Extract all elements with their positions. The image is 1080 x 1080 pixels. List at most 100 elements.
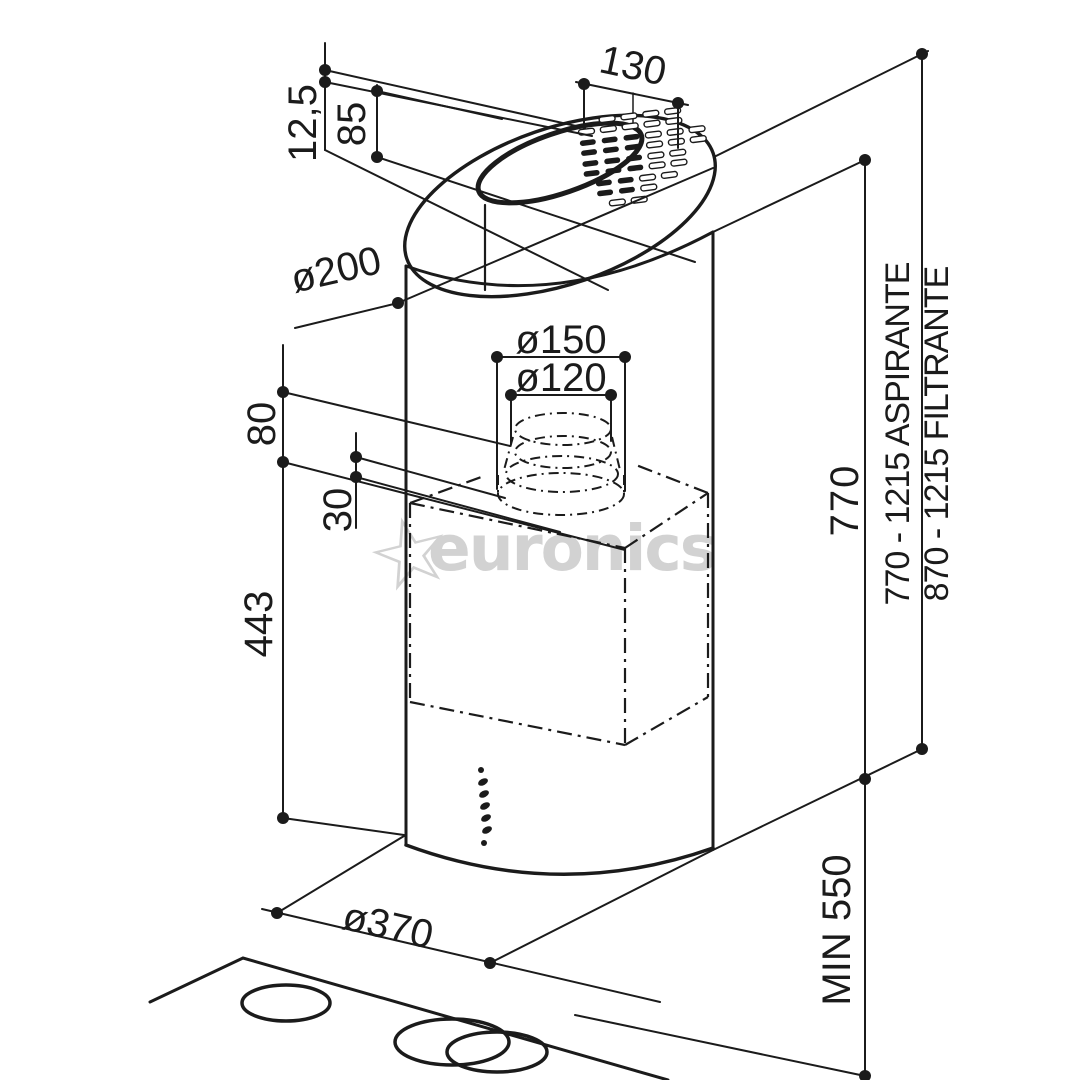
vent-slot (599, 124, 617, 134)
ext-12-5-upper (324, 69, 586, 129)
ext-770-top (712, 159, 866, 233)
dim-label-duct-diameter: ø120 (515, 356, 606, 400)
vent-slot (644, 130, 663, 139)
dim-label-body-diameter: ø370 (339, 894, 438, 957)
dimension-dot (371, 85, 383, 97)
control-button (478, 778, 488, 786)
dimension-dot (672, 97, 684, 109)
ext-hob-surface (574, 1014, 866, 1077)
dim-label-collar-height: 80 (240, 402, 284, 447)
dim-130-line (575, 81, 689, 106)
collar-flare-right (611, 436, 621, 471)
dim-label-ring-height: 85 (330, 102, 374, 147)
dim-label-min-hob-clearance: MIN 550 (815, 854, 859, 1005)
dimension-dot (277, 386, 289, 398)
dimension-dot (859, 773, 871, 785)
vent-slot (582, 160, 599, 167)
flange-ellipse (505, 455, 619, 493)
dimension-dot (619, 351, 631, 363)
vent-slot (620, 112, 638, 121)
vent-slot (623, 133, 640, 141)
vent-slot (618, 186, 635, 194)
control-button (481, 814, 491, 822)
dim-label-inset-depth: 12,5 (281, 84, 325, 162)
dimension-dot (916, 48, 928, 60)
dim-label-vent-width: 130 (596, 38, 670, 95)
dim-label-lower-body-height: 443 (237, 591, 281, 658)
ext-85-lower (376, 156, 696, 263)
body-bottom-arc (404, 843, 715, 876)
vent-slot (640, 183, 658, 192)
ext-total-top (715, 50, 929, 157)
dimension-dot (605, 389, 617, 401)
vent-slot (643, 119, 661, 128)
vent-slot (663, 106, 682, 116)
ring-bottom-edge (404, 230, 715, 288)
ext-30-upper (355, 456, 506, 499)
dim-200-leader (294, 302, 399, 329)
control-button (479, 790, 489, 798)
box-top-back-right (635, 463, 709, 495)
control-buttons (478, 767, 492, 846)
vent-slot (617, 176, 634, 184)
dimension-dot (271, 907, 283, 919)
vent-slot (601, 136, 618, 144)
dimension-dot (392, 297, 404, 309)
collar-base-ellipse (497, 472, 625, 516)
vent-slot (647, 151, 665, 160)
box-top-front-right (624, 492, 709, 549)
vent-slot (626, 154, 643, 162)
ext-ring-lower (324, 149, 609, 291)
control-button (482, 826, 492, 834)
vent-slot (597, 189, 614, 197)
hob-burner-right (445, 1030, 549, 1074)
control-button (478, 767, 484, 773)
dim-370-line (261, 908, 661, 1003)
dim-label-top-diameter: ø200 (287, 238, 386, 301)
dimension-dot (277, 812, 289, 824)
vent-slot (660, 170, 679, 179)
ext-80-lower (282, 461, 626, 551)
ring-outer-ellipse (403, 113, 717, 299)
box-bottom-front-right (624, 696, 709, 746)
dimension-dot (484, 957, 496, 969)
vent-slot (638, 173, 657, 182)
dimension-dot (277, 456, 289, 468)
vent-slot (595, 179, 612, 187)
hob-burner-left (240, 983, 332, 1023)
vent-slot (621, 122, 639, 131)
dimension-lines (261, 42, 929, 1077)
vent-slot (666, 127, 684, 136)
ext-370-left (276, 835, 405, 914)
dimension-dot (505, 389, 517, 401)
dimension-dot (319, 64, 331, 76)
dimension-dot (916, 743, 928, 755)
dimension-dot (371, 151, 383, 163)
dim-label-height-range-recirculating: 870 - 1215 FILTRANTE (918, 266, 956, 601)
vent-slot (583, 169, 600, 177)
dimension-dot (578, 78, 590, 90)
duct-lower-ellipse (514, 435, 612, 469)
vent-slot (604, 157, 621, 165)
hob (148, 956, 670, 1080)
ext-85-upper (376, 90, 503, 120)
vent-slot (608, 198, 627, 207)
dimension-dot (350, 471, 362, 483)
dim-label-height-range-ducted: 770 - 1215 ASPIRANTE (879, 262, 917, 605)
ext-80-upper (282, 391, 511, 447)
vent-slot (688, 125, 706, 134)
vent-slot (665, 116, 683, 126)
watermark-logo-text: euronics (428, 512, 715, 585)
hood-outline (403, 92, 717, 876)
dimension-dot (350, 451, 362, 463)
box-bottom-front-left (409, 700, 626, 747)
vent-slot (670, 158, 688, 167)
vent-slot (605, 167, 622, 175)
ext-body-bottom (712, 748, 923, 851)
vent-slots-pattern (577, 106, 707, 207)
vent-slot (667, 137, 686, 146)
vent-slot (624, 143, 641, 151)
watermark: ☆ euronics (355, 488, 718, 617)
duct-collar (497, 412, 625, 516)
